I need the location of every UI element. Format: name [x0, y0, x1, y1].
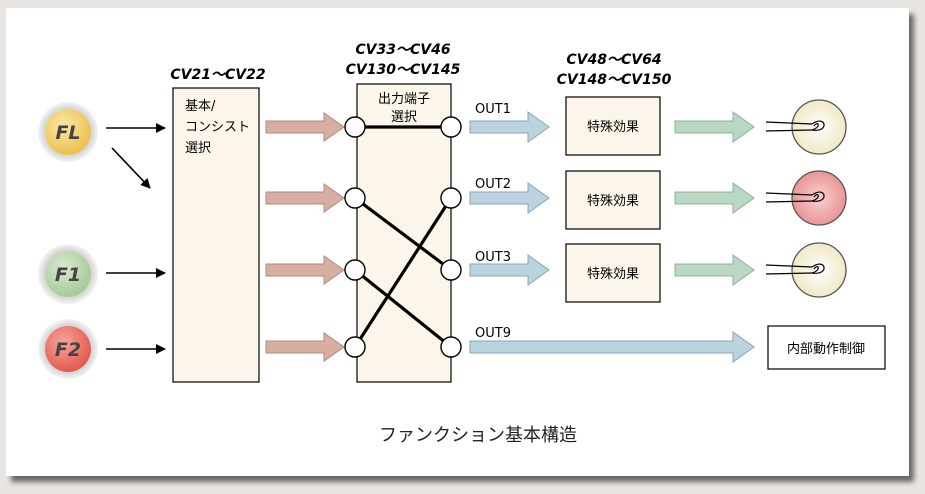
input-node-4 — [344, 336, 366, 358]
green-arrows — [674, 111, 755, 286]
input-node-3 — [344, 259, 366, 281]
f2-button — [45, 326, 91, 372]
route-out2 — [353, 197, 453, 348]
output-node-out1 — [440, 116, 462, 138]
bulb-filament-icon — [765, 263, 825, 275]
lamp-3 — [765, 242, 847, 298]
terminal-box-line1: 出力端子 — [378, 92, 430, 107]
basic-box-line1: 基本/ — [185, 99, 216, 114]
diagram-panel — [6, 8, 909, 476]
f1-button — [45, 251, 91, 297]
input-fl: FL — [38, 102, 98, 162]
pink-arrow-4 — [265, 332, 345, 362]
bulb-filament-icon — [765, 120, 825, 132]
green-arrow-2 — [674, 182, 755, 214]
f1-label: F1 — [55, 264, 81, 286]
output-node-out3 — [440, 259, 462, 281]
out9-label: OUT9 — [475, 326, 511, 341]
output-node-out9 — [440, 336, 462, 358]
arrow-fl-diagonal — [111, 147, 151, 189]
internal-control-box: 内部動作制御 — [767, 325, 886, 370]
cv-effects-label-1: CV48～CV64 — [566, 52, 661, 68]
out1-label: OUT1 — [475, 102, 511, 117]
terminal-box-line2: 選択 — [391, 110, 417, 125]
input-arrows — [106, 123, 166, 354]
cv-effects-label-2: CV148～CV150 — [557, 72, 672, 88]
blue-arrow-out9 — [469, 331, 755, 363]
routing-lines — [353, 125, 453, 349]
terminal-nodes — [344, 116, 462, 358]
effect-label-2: 特殊効果 — [587, 194, 639, 209]
pink-arrow-1 — [265, 112, 345, 142]
route-out9 — [353, 268, 453, 349]
effect-box-3: 特殊効果 — [565, 243, 661, 303]
basic-consist-select-box: 基本/ コンシスト 選択 — [172, 87, 260, 383]
effect-box-1: 特殊効果 — [565, 96, 661, 156]
input-node-1 — [344, 116, 366, 138]
cv-terminal-label-1: CV33～CV46 — [355, 42, 450, 58]
bulb-filament-icon — [765, 191, 825, 203]
blue-arrow-out3 — [469, 254, 550, 286]
basic-box-line3: 選択 — [185, 141, 211, 156]
blue-arrows — [469, 111, 755, 363]
output-node-out2 — [440, 187, 462, 209]
lamp-2 — [765, 170, 847, 226]
fl-label: FL — [55, 122, 80, 144]
input-f1: F1 — [38, 244, 98, 304]
pink-arrow-2 — [265, 183, 345, 213]
internal-control-label: 内部動作制御 — [787, 341, 865, 357]
out2-label: OUT2 — [475, 177, 511, 192]
blue-arrow-out1 — [469, 111, 550, 143]
out3-label: OUT3 — [475, 250, 511, 265]
effect-box-2: 特殊効果 — [565, 170, 661, 230]
lamp-1 — [765, 99, 847, 155]
input-f2: F2 — [38, 319, 98, 379]
route-out3 — [354, 196, 452, 272]
green-arrow-1 — [674, 111, 755, 143]
pink-arrows — [265, 112, 345, 362]
basic-box-line2: コンシスト — [185, 120, 250, 135]
green-arrow-3 — [674, 254, 755, 286]
input-node-2 — [344, 187, 366, 209]
effect-label-1: 特殊効果 — [587, 120, 639, 135]
effect-label-3: 特殊効果 — [587, 267, 639, 282]
f2-label: F2 — [55, 339, 81, 361]
cv-terminal-label-2: CV130～CV145 — [346, 62, 461, 78]
fl-button — [45, 109, 91, 155]
diagram-caption: ファンクション基本構造 — [379, 425, 577, 446]
blue-arrow-out2 — [469, 182, 550, 214]
cv-select-label: CV21～CV22 — [170, 67, 265, 83]
pink-arrow-3 — [265, 255, 345, 285]
